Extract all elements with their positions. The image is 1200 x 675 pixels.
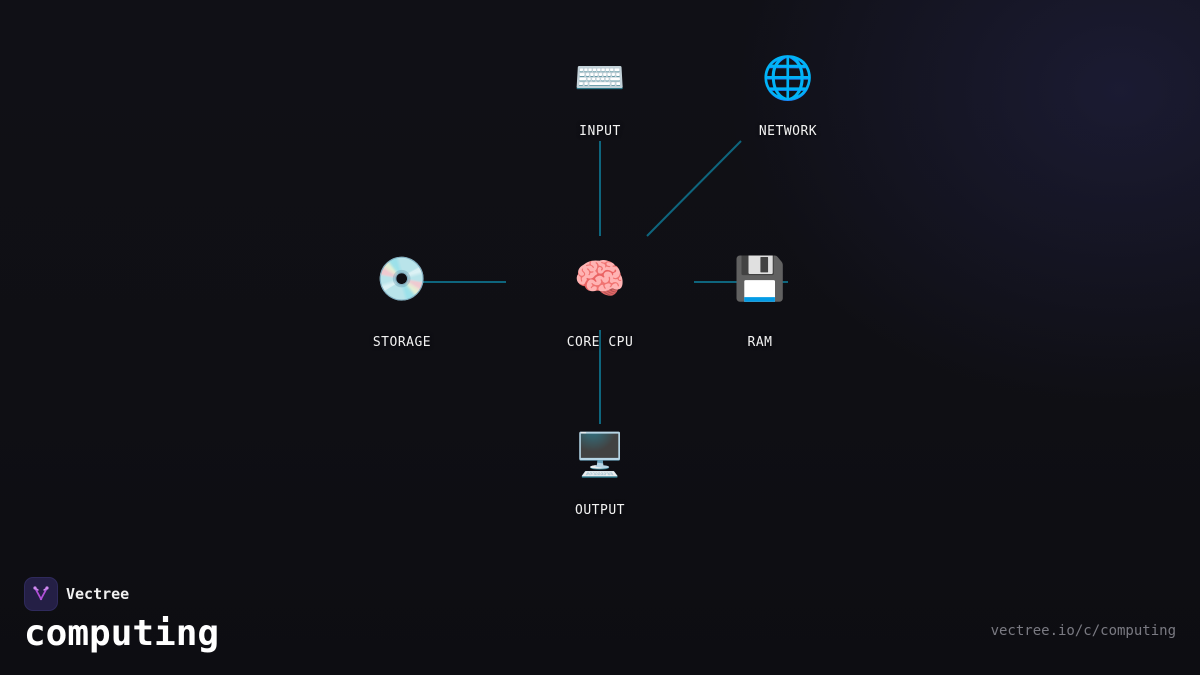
page-url[interactable]: vectree.io/c/computing bbox=[990, 623, 1176, 639]
disc-icon: 💿 bbox=[375, 254, 429, 303]
node-input[interactable]: ⌨️ INPUT bbox=[530, 48, 670, 139]
category-title: computing bbox=[24, 613, 220, 654]
node-label-output: OUTPUT bbox=[575, 503, 625, 518]
node-label-ram: RAM bbox=[747, 335, 773, 350]
node-label-storage: STORAGE bbox=[372, 335, 432, 350]
node-network[interactable]: 🌐 NETWORK bbox=[718, 48, 858, 139]
link-network-cpu bbox=[646, 140, 742, 237]
floppy-disk-icon: 💾 bbox=[733, 254, 787, 303]
brand[interactable]: Vectree bbox=[24, 577, 129, 611]
node-label-input: INPUT bbox=[579, 124, 621, 139]
node-label-network: NETWORK bbox=[758, 124, 818, 139]
keyboard-icon: ⌨️ bbox=[573, 53, 627, 102]
vectree-logo-icon bbox=[24, 577, 58, 611]
node-output[interactable]: 🖥️ OUTPUT bbox=[530, 425, 670, 518]
node-ram[interactable]: 💾 RAM bbox=[690, 249, 830, 350]
globe-icon: 🌐 bbox=[761, 53, 815, 102]
desktop-computer-icon: 🖥️ bbox=[573, 430, 627, 479]
node-label-core-cpu: CORE CPU bbox=[566, 335, 634, 350]
brain-icon: 🧠 bbox=[573, 254, 627, 303]
node-core-cpu[interactable]: 🧠 CORE CPU bbox=[530, 249, 670, 350]
brand-name: Vectree bbox=[66, 585, 130, 603]
node-storage[interactable]: 💿 STORAGE bbox=[332, 249, 472, 350]
